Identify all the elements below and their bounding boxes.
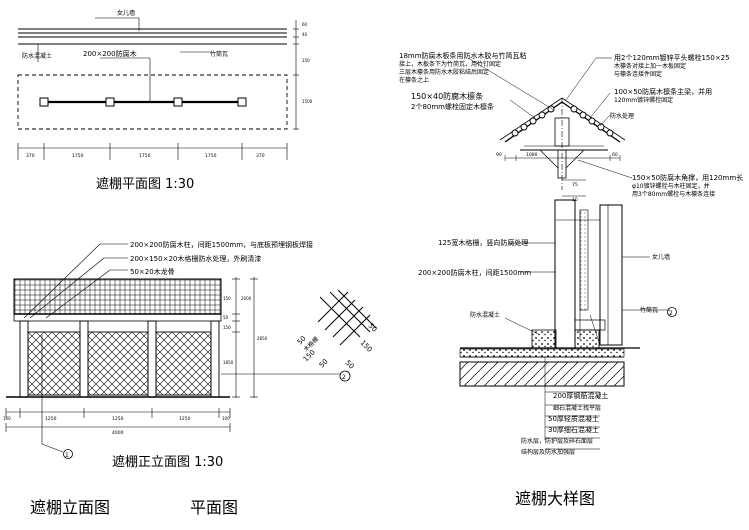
plan-right-dim-2: 40	[302, 32, 308, 37]
section-note-mid-left-2: 2个80mm螺栓固定木檩条	[411, 102, 494, 111]
elevation-bottom-dim-5: 100	[222, 416, 230, 421]
section-layer-4: 30厚细石混凝土	[548, 425, 599, 434]
section-labels: 18mm防腐木板条用防水木胶与竹简瓦粘 接上，木板条下为竹简瓦，用竹钉固定 三层…	[399, 51, 743, 456]
section-note-mid-right-1: 100×50防腐木檩条主梁，并用	[614, 87, 712, 96]
elevation-bottom-dim-1: 100	[3, 416, 11, 421]
plan-pergola-label: 竹筒瓦	[210, 50, 228, 58]
section-waterproof-right: 防水处理	[610, 112, 634, 120]
section-mark-label: 2	[669, 310, 673, 317]
elevation-callout-3: 50×20木龙骨	[130, 267, 175, 276]
elevation-title: 遮棚正立面图 1:30	[112, 454, 223, 470]
elevation-right-dim-3: 150	[223, 325, 231, 330]
plan-parapet-label: 女儿墙	[117, 9, 135, 17]
section-bamboo-label: 竹筒瓦	[640, 306, 658, 314]
plan-title: 遮棚平面图 1:30	[96, 176, 194, 192]
section-note-left-2: 200×200防腐木柱，间距1500mm	[418, 268, 531, 277]
plan-timber-label: 200×200防腐木	[83, 49, 137, 58]
section-note-mid-right-2: 120mm镀锌螺栓固定	[614, 96, 673, 104]
caption-plan: 平面图	[190, 498, 239, 517]
section-note-top-left-3: 三层木檩条用防水木胶粘结后固定	[399, 68, 489, 76]
section-note-top-left-2: 接上，木板条下为竹简瓦，用竹钉固定	[399, 60, 501, 68]
section-layer-3: 50厚轻质混凝土	[548, 414, 599, 423]
section-layer-1: 200厚钢筋混凝土	[553, 391, 608, 400]
caption-elevation: 遮棚立面图	[30, 498, 111, 517]
section-dim-mid: 75	[572, 182, 578, 188]
elevation-bottom-dim-4: 1250	[179, 416, 191, 422]
section-note-top-right-2: 木檩条对接上加一木板固定	[614, 62, 686, 70]
plan-right-dim-3: 150	[302, 58, 310, 63]
section-dim-small: 10	[572, 197, 578, 203]
elevation-total-dim: 4000	[112, 430, 124, 436]
plan-right-dim-4: 1500	[302, 99, 313, 104]
elevation-right-dim-4: 1850	[223, 360, 234, 365]
section-note-lower-right-2: φ10镀锌螺栓与木柱固定，并	[632, 182, 710, 190]
section-layer-6: 结构层及防水加强层	[521, 448, 575, 456]
elevation-view	[5, 243, 377, 459]
section-layer-5: 防水层，防护层及碎石面层	[521, 437, 593, 445]
plan-bottom-dim-1: 370	[26, 153, 35, 159]
section-dim-top-1: 90	[496, 152, 502, 158]
elevation-right-dim-5: 2000	[241, 296, 252, 301]
elevation-bottom-dim-3: 1250	[112, 416, 124, 422]
lattice-detail-dim-1: 50	[296, 334, 308, 346]
elevation-callout-2: 200×150×20木格栅防水处理，外刷清漆	[130, 254, 261, 263]
section-note-lower-right-3: 用3个80mm螺栓与木檩条连接	[632, 190, 715, 198]
plan-bottom-dim-5: 370	[256, 153, 265, 159]
lattice-detail-dim-4: 50	[344, 359, 356, 371]
section-note-top-right-3: 与檩条连接件固定	[614, 70, 662, 78]
plan-right-dim-1: 60	[302, 22, 308, 27]
section-note-mid-left-1: 150×40防腐木檩条	[411, 91, 483, 101]
elevation-right-dim-2: 50	[223, 315, 229, 320]
caption-detail: 遮棚大样图	[515, 489, 596, 508]
elevation-mark-label: 2	[342, 374, 346, 381]
section-dim-top-2: 1080	[526, 152, 538, 158]
plan-labels: 女儿墙 防水混凝土 200×200防腐木 竹筒瓦 60 40 150 1500 …	[22, 9, 313, 192]
plan-waterproof-label: 防水混凝土	[22, 52, 52, 60]
section-parapet-label: 女儿墙	[652, 253, 670, 261]
section-waterproof-label: 防水混凝土	[470, 311, 500, 319]
section-layer-2: 细石混凝土找平层	[553, 404, 601, 412]
plan-view	[17, 17, 299, 160]
lattice-detail-dim-5: 150	[359, 339, 374, 354]
plan-bottom-dim-2: 1750	[72, 153, 84, 159]
lattice-detail-dim-6: 50	[367, 322, 379, 334]
elevation-right-dim-6: 2850	[257, 336, 268, 341]
section-dim-top-3: 60	[612, 152, 618, 158]
section-view	[459, 57, 677, 450]
section-note-top-right-1: 用2个120mm镀锌平头螺栓150×25	[614, 53, 730, 62]
section-note-top-left-1: 18mm防腐木板条用防水木胶与竹简瓦粘	[399, 51, 527, 60]
section-note-top-left-4: 在檩条之上	[399, 76, 429, 84]
elevation-callout-1: 200×200防腐木柱，间距1500mm，与底板预埋钢板焊接	[130, 240, 313, 249]
section-note-lower-right-1: 150×50防腐木角撑，用120mm长	[632, 173, 743, 182]
lattice-detail-dim-3: 50	[318, 357, 330, 369]
section-note-left-1: 125宽木格栅，竖向防腐处理	[438, 238, 528, 247]
plan-bottom-dim-3: 1750	[139, 153, 151, 159]
plan-bottom-dim-4: 1750	[205, 153, 217, 159]
elevation-bottom-dim-2: 1250	[45, 416, 57, 422]
elevation-right-dim-1: 150	[223, 296, 231, 301]
elevation-mark-label-2: 1	[65, 452, 69, 459]
